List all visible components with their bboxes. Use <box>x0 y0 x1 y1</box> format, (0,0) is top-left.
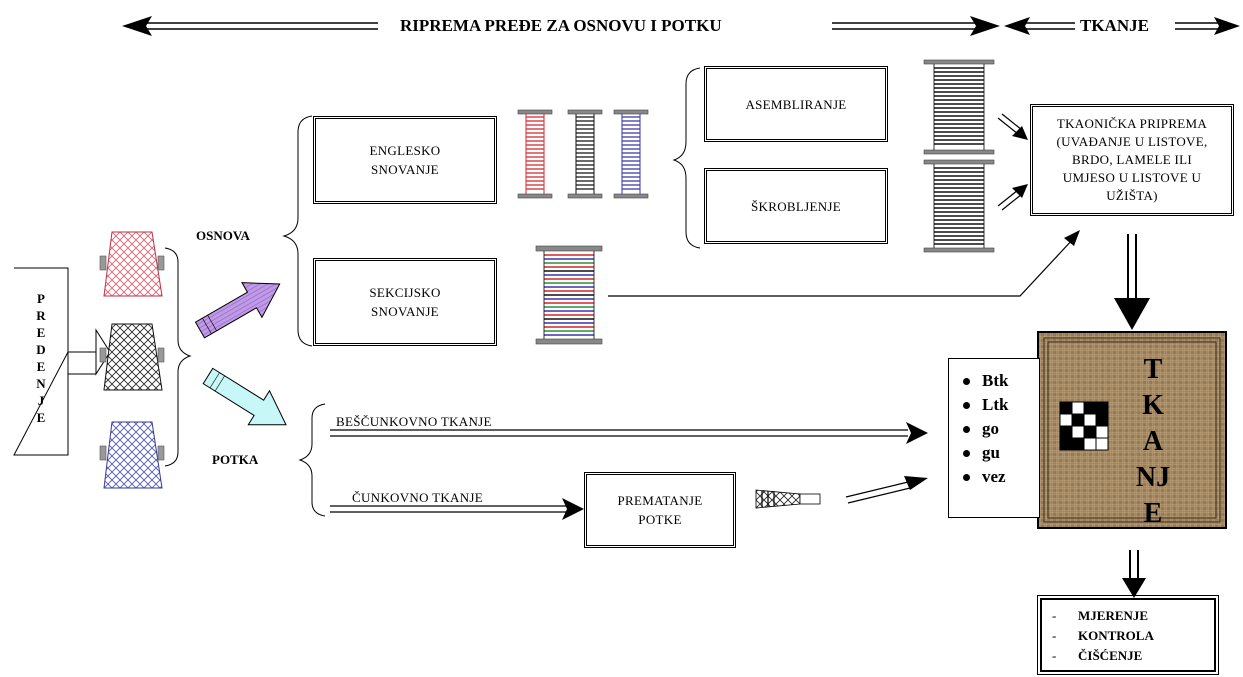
cone-black <box>99 323 165 391</box>
weaving-prep-line: BRDO, LAMELE ILI <box>1072 152 1192 167</box>
fabric-letter: A <box>1142 426 1164 457</box>
beam-sized <box>923 159 995 253</box>
purple-arrow <box>194 282 281 339</box>
line-sectional-to-prep <box>608 237 1075 297</box>
weaving-prep-line: TKAONIČKA PRIPREMA <box>1056 116 1208 131</box>
beam-assembled <box>923 59 995 155</box>
weaving-prep-line: (UVAĐANJE U LISTOVE, <box>1056 134 1208 149</box>
shuttle-label: ČUNKOVNO TKANJE <box>352 490 484 505</box>
arrow-fabric-to-final <box>1129 550 1139 580</box>
bullet-icon <box>963 401 970 409</box>
predenje-letter: J <box>37 393 45 408</box>
beam-black <box>567 109 603 199</box>
header-weaving-label: TKANJE <box>1080 16 1149 35</box>
weaving-prep-line: UŽIŠTA) <box>1106 188 1158 203</box>
pirn <box>755 489 821 509</box>
fabric-letter: K <box>1142 390 1164 421</box>
predenje-letter: N <box>36 376 46 391</box>
legend-item: vez <box>961 465 1039 489</box>
predenje-label: P R E D E N J E <box>14 290 68 426</box>
assembling-label: ASEMBLIRANJE <box>745 96 847 112</box>
cones-brace <box>164 247 192 467</box>
arrow-shuttleless <box>330 429 908 437</box>
header-arrowhead-right <box>970 16 1000 36</box>
weaving-prep-line: UMJESO U LISTOVE U <box>1062 170 1202 185</box>
sizing-label: ŠKROBLJENJE <box>751 198 841 214</box>
predenje-letter: P <box>37 291 45 306</box>
bullet-icon <box>963 473 970 481</box>
assembling-box: ASEMBLIRANJE <box>704 66 888 142</box>
sectional-warping-line: SEKCIJSKO <box>369 285 441 300</box>
bullet-icon <box>963 377 970 385</box>
weave-pattern <box>1059 401 1109 451</box>
predenje-letter: D <box>36 342 46 357</box>
predenje-shape <box>13 267 111 456</box>
predenje-letter: E <box>36 359 46 374</box>
predenje-letter: E <box>36 410 46 425</box>
legend-item: Ltk <box>961 393 1039 417</box>
header-preparation-label: RIPREMA PREĐE ZA OSNOVU I POTKU <box>400 16 722 35</box>
fabric-letter: NJ <box>1135 462 1171 493</box>
osnova-label: OSNOVA <box>196 228 250 243</box>
beam-blue <box>613 109 649 199</box>
arrow-prep-to-fabric <box>1127 234 1137 300</box>
final-step: -MJERENJE <box>1052 608 1149 623</box>
sizing-box: ŠKROBLJENJE <box>704 168 888 244</box>
arrow-assembled-to-prep <box>997 113 1023 135</box>
bullet-icon <box>963 449 970 457</box>
weave-legend: Btk Ltk go gu vez <box>948 358 1040 518</box>
fabric-letter: T <box>1143 354 1163 385</box>
final-step: -ČIŠĆENJE <box>1052 648 1143 663</box>
fabric-letter: E <box>1143 498 1163 529</box>
final-steps-box: -MJERENJE -KONTROLA -ČIŠĆENJE <box>1037 595 1219 675</box>
legend-item: gu <box>961 441 1039 465</box>
rewinding-line: POTKE <box>638 512 682 527</box>
english-warping-box: ENGLESKO SNOVANJE <box>313 116 497 204</box>
arrow-shuttle <box>330 505 566 513</box>
sectional-warping-line: SNOVANJE <box>371 304 439 319</box>
potka-label: POTKA <box>212 452 259 467</box>
shuttleless-label: BEŠČUNKOVNO TKANJE <box>336 414 492 429</box>
cone-red <box>99 231 165 297</box>
weaving-prep-box: TKAONIČKA PRIPREMA (UVAĐANJE U LISTOVE, … <box>1030 104 1234 216</box>
header-arrow-weaving <box>1018 22 1225 30</box>
rewinding-line: PREMATANJE <box>617 493 703 508</box>
english-warping-line: SNOVANJE <box>371 162 439 177</box>
cyan-arrow <box>202 367 287 426</box>
arrow-sized-to-prep <box>997 189 1023 211</box>
rewinding-box: PREMATANJE POTKE <box>584 472 736 548</box>
fabric-label: T K A NJ E <box>1128 352 1178 532</box>
beam-sectional <box>535 245 603 345</box>
osnova-brace <box>282 115 313 347</box>
processing-brace <box>672 67 701 249</box>
beam-red <box>517 109 553 199</box>
predenje-letter: E <box>36 325 46 340</box>
header-arrowhead-left <box>122 16 152 36</box>
english-warping-line: ENGLESKO <box>369 143 441 158</box>
final-step: -KONTROLA <box>1052 628 1154 643</box>
arrow-pirn-to-fabric <box>845 481 911 504</box>
legend-item: go <box>961 417 1039 441</box>
bullet-icon <box>963 425 970 433</box>
header-arrow-preparation <box>134 22 985 30</box>
sectional-warping-box: SEKCIJSKO SNOVANJE <box>313 258 497 346</box>
potka-brace <box>298 403 326 517</box>
predenje-letter: R <box>36 308 46 323</box>
legend-item: Btk <box>961 369 1039 393</box>
cone-blue <box>99 421 165 489</box>
